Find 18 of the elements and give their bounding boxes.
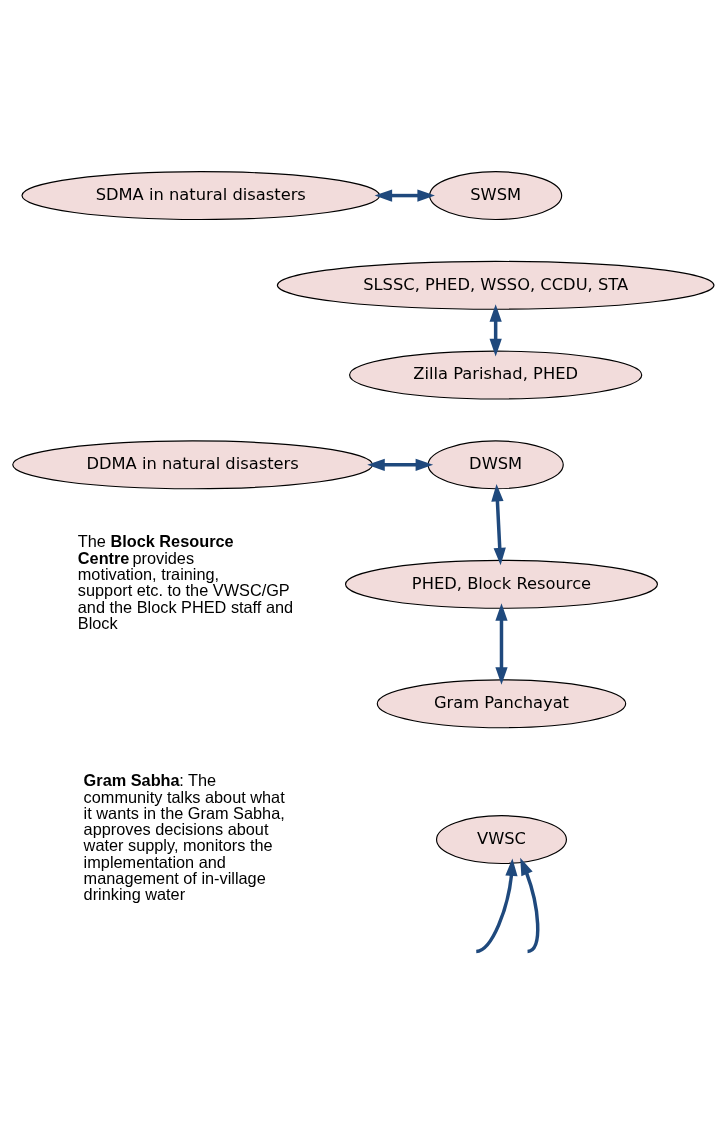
- arrow: [489, 303, 502, 356]
- node-ellipse: SWSM: [429, 170, 563, 220]
- node-ellipse: SLSSC, PHED, WSSO, CCDU, STA: [276, 260, 715, 310]
- arrow: [520, 857, 540, 953]
- arrow: [491, 483, 506, 565]
- label: The Block Resource Centre provides motivation, training, support etc. to the VWSC/GP and the Block PHED staff and Block: [77, 531, 294, 632]
- label: Gram Sabha: The community talks about what it wants in the Gram Sabha, approves decisions about water supply, monitors the implementation and management of in-village drinking water: [83, 770, 285, 903]
- node-ellipse: Gram Panchayat: [376, 678, 627, 728]
- node-ellipse: Zilla Parishad, PHED: [349, 350, 643, 400]
- arrow: [495, 602, 508, 685]
- arrow: [374, 188, 435, 202]
- node-ellipse: DDMA in natural disasters: [12, 439, 374, 489]
- node-ellipse: SDMA in natural disasters: [21, 170, 381, 220]
- node-ellipse: VWSC: [435, 814, 567, 864]
- arrow: [367, 458, 434, 471]
- node-ellipse: PHED, Block Resource: [344, 559, 658, 609]
- node-ellipse: DWSM: [427, 439, 564, 489]
- arrow: [475, 857, 518, 953]
